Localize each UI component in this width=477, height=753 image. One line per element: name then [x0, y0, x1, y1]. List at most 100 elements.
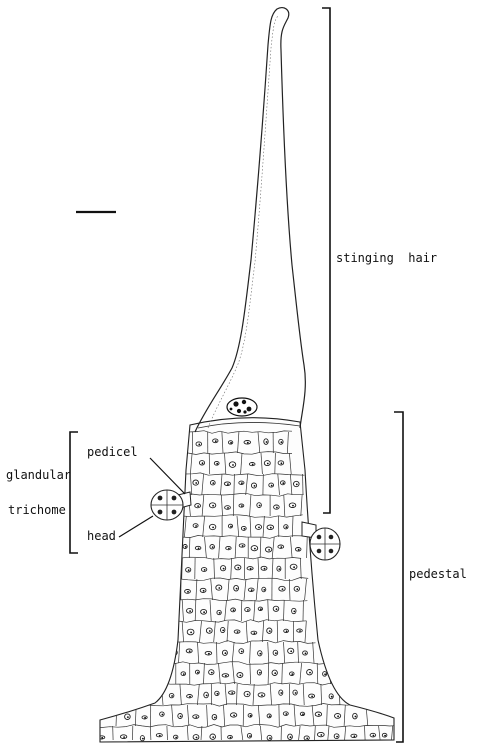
cell-wall	[233, 495, 234, 516]
cell-nucleolus	[286, 526, 288, 528]
cell-nucleolus	[242, 545, 244, 547]
cell-nucleolus	[291, 673, 293, 675]
cell-nucleolus	[336, 736, 338, 738]
cell-nucleolus	[212, 482, 214, 484]
cell-nucleolus	[225, 652, 227, 654]
cell-nucleolus	[142, 738, 144, 740]
cell-nucleolus	[243, 528, 245, 530]
cell-nucleolus	[212, 546, 214, 548]
cell-nucleolus	[209, 630, 211, 632]
label-trichome: trichome	[8, 503, 66, 517]
cell-nucleolus	[311, 696, 313, 698]
cell-nucleolus	[233, 609, 235, 611]
label-stinging-hair: stinging hair	[336, 251, 437, 265]
cell-nucleolus	[241, 482, 243, 484]
cell-nucleolus	[354, 735, 356, 737]
cell-nucleolus	[219, 612, 221, 614]
cell-nucleolus	[299, 630, 301, 632]
cell-nucleolus	[237, 631, 239, 633]
stinging-hair-inner-wall	[208, 16, 278, 428]
cell-nucleolus	[320, 734, 322, 736]
cell-nucleolus	[123, 736, 125, 738]
cell-nucleolus	[281, 462, 283, 464]
cell-nucleolus	[189, 650, 191, 652]
cell-nucleolus	[241, 505, 243, 507]
cell-nucleolus	[236, 588, 238, 590]
cell-nucleolus	[282, 588, 284, 590]
cell-wall	[241, 600, 242, 621]
cell-nucleolus	[274, 672, 276, 674]
cell-nucleolus	[250, 568, 252, 570]
cell-nucleolus	[212, 527, 214, 529]
cell-nucleolus	[302, 713, 304, 715]
cell-nucleolus	[195, 482, 197, 484]
cell-nucleolus	[373, 735, 375, 737]
cell-nucleolus	[261, 694, 263, 696]
pedicel-leader	[150, 458, 185, 494]
cell-nucleolus	[285, 713, 287, 715]
cell-nucleolus	[206, 695, 208, 697]
cell-nucleolus	[227, 507, 229, 509]
cell-nucleolus	[275, 652, 277, 654]
cell-nucleolus	[269, 737, 271, 739]
cell-nucleolus	[195, 525, 197, 527]
cell-nucleolus	[167, 671, 169, 673]
cell-nucleolus	[254, 485, 256, 487]
cell-nucleolus	[296, 484, 298, 486]
cell-nucleolus	[269, 630, 271, 632]
cell-nucleolus	[214, 717, 216, 719]
cell-nucleolus	[231, 692, 233, 694]
cell-nucleolus	[298, 549, 300, 551]
cell-nucleolus	[271, 485, 273, 487]
cell-nucleolus	[198, 444, 200, 446]
cell-nucleolus	[183, 673, 185, 675]
cell-nucleolus	[180, 716, 182, 718]
cell-nucleolus	[247, 609, 249, 611]
cell-nucleolus	[208, 653, 210, 655]
cell-nucleolus	[195, 716, 197, 718]
cell-nucleolus	[384, 735, 386, 737]
cell-nucleolus	[215, 440, 217, 442]
cell-nucleolus	[225, 675, 227, 677]
cell-nucleolus	[144, 717, 146, 719]
cell-nucleolus	[276, 507, 278, 509]
cell-nucleolus	[233, 715, 235, 717]
cell-nucleolus	[247, 442, 249, 444]
cell-wall	[277, 621, 278, 642]
cell-nucleolus	[216, 463, 218, 465]
cell-nucleolus	[280, 692, 282, 694]
cell-nucleolus	[306, 738, 308, 740]
cell-wall	[217, 642, 218, 663]
cell-nucleolus	[237, 567, 239, 569]
cell-nucleolus	[230, 442, 232, 444]
cell-nucleolus	[324, 673, 326, 675]
cell-nucleolus	[212, 736, 214, 738]
cell-nucleolus	[295, 692, 297, 694]
cell-nucleolus	[293, 566, 295, 568]
cell-nucleolus	[204, 569, 206, 571]
cell-nucleolus	[286, 630, 288, 632]
cell-nucleolus	[218, 587, 220, 589]
cell-nucleolus	[127, 716, 129, 718]
cell-nucleolus	[247, 694, 249, 696]
cell-nucleolus	[212, 505, 214, 507]
cell-nucleolus	[227, 483, 229, 485]
cell-nucleolus	[305, 653, 307, 655]
cell-wall	[148, 684, 149, 705]
cell-nucleolus	[258, 527, 260, 529]
cell-nucleolus	[337, 715, 339, 717]
cell-nucleolus	[101, 737, 103, 739]
pedestal-body	[100, 418, 394, 742]
cell-nucleolus	[250, 715, 252, 717]
cell-nucleolus	[196, 737, 198, 739]
cell-nucleolus	[281, 441, 283, 443]
cell-nucleolus	[318, 714, 320, 716]
cell-wall	[209, 453, 210, 474]
cell-nucleolus	[331, 696, 333, 698]
cell-wall	[234, 474, 235, 495]
cell-nucleolus	[187, 591, 189, 593]
cell-wall	[159, 663, 160, 684]
cell-nucleolus	[189, 610, 191, 612]
cell-nucleolus	[260, 608, 262, 610]
cell-nucleolus	[263, 589, 265, 591]
